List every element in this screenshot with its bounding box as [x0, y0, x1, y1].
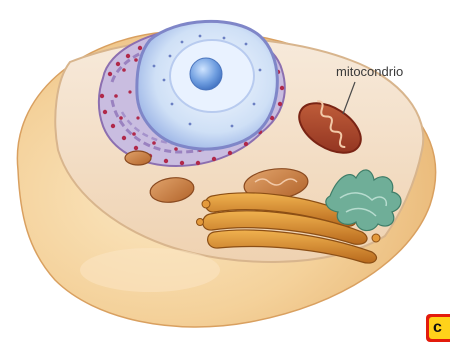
corner-nav-button[interactable]: c [426, 314, 450, 342]
vesicle-left [125, 151, 151, 165]
nucleolus [190, 58, 222, 90]
corner-nav-button-label: c [429, 317, 450, 339]
cytoplasm-highlight [80, 248, 220, 292]
mitochondrion-label: mitocondrio [336, 64, 403, 79]
